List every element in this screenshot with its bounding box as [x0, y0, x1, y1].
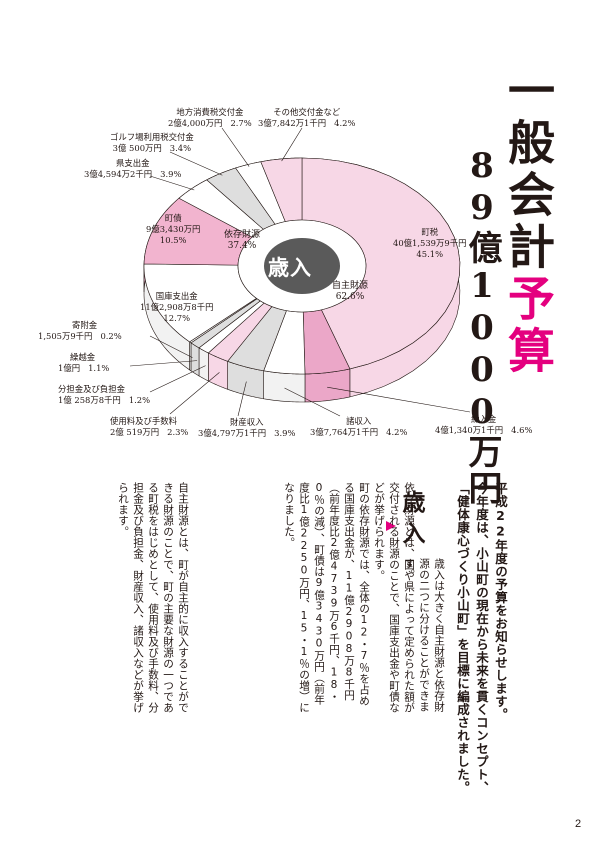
body-para-2: 依存財源とは、国や県によって定められた額が交付される財源のことで、国庫支出金や町… — [373, 482, 415, 713]
pie-center-label: 歳入 — [268, 256, 312, 280]
leader-line-7 — [149, 335, 193, 358]
leader-line-10 — [149, 175, 195, 191]
leader-line-6 — [129, 360, 198, 367]
body-para-3: 町の依存財源では、全体の12・7％を占める国庫支出金が、11億2908万8千円（… — [283, 482, 370, 714]
label-transfer-in: 繰入金 4億1,340万1千円 4.6% — [435, 414, 533, 435]
lead-text: 平成22年度の予算をお知らせします。 今年度は、小山町の現在から未来を貫くコンセ… — [453, 482, 510, 812]
label-town-tax: 町税 40億1,539万9千円 45.1% — [393, 227, 467, 259]
label-contributions: 分担金及び負担金 1億 258万8千円 1.2% — [58, 384, 151, 405]
title-main: 一般会計予算 — [499, 66, 554, 378]
section-body-lower: 自主財源とは、町が自主的に収入することができる財源のことで、町の主要な財源の一つ… — [14, 482, 190, 716]
pie-side-5 — [198, 347, 209, 382]
leader-line-12 — [221, 127, 250, 167]
pie-center-hole — [264, 238, 340, 294]
title-amount: 89億1000万円 — [462, 146, 502, 506]
body-para-1: 歳入は大きく自主財源と依存財源の二つに分けることができます。 — [403, 558, 445, 712]
leader-line-1 — [327, 386, 471, 413]
section-body-upper: 歳入は大きく自主財源と依存財源の二つに分けることができます。 依存財源とは、国や… — [196, 482, 446, 716]
label-misc-income: 諸収入 3億7,764万1千円 4.2% — [310, 416, 408, 437]
leader-line-5 — [149, 365, 206, 393]
leader-line-11 — [169, 151, 223, 176]
pie-top — [143, 157, 461, 375]
page-number: 2 — [575, 818, 582, 830]
section-heading: 歳入 — [394, 490, 428, 552]
label-property-income: 財産収入 3億4,797万1千円 3.9% — [198, 417, 296, 438]
section-heading-text: 歳入 — [398, 490, 425, 552]
leader-line-4 — [169, 372, 220, 415]
title-accent: 予算 — [499, 274, 554, 378]
label-usage-fees: 使用料及び手数料 2億 519万円 2.3% — [110, 416, 189, 437]
heading-accent-mark — [386, 521, 396, 531]
label-donations: 寄附金 1,505万9千円 0.2% — [38, 320, 122, 341]
leader-line-13 — [281, 127, 303, 162]
label-carryover: 繰越金 1億円 1.1% — [58, 352, 110, 373]
body-para-4: 自主財源とは、町が自主的に収入することができる財源のことで、町の主要な財源の一つ… — [117, 482, 189, 713]
lead-line-3: 「健体康心づくり小山町」を目標に編成されました。 — [455, 482, 470, 794]
revenue-pie-chart — [129, 127, 471, 417]
lead-line-2: 今年度は、小山町の現在から未来を貫くコンセプト、 — [474, 482, 489, 794]
leader-line-3 — [237, 381, 247, 417]
group-dependent-label: 依存財源 37.4% — [224, 230, 261, 251]
label-town-bonds: 町債 9億3,430万円 10.5% — [146, 213, 201, 245]
pie-leaders — [129, 127, 471, 417]
label-other-grants: その他交付金など 3億7,842万1千円 4.2% — [258, 107, 356, 128]
lead-line-1: 平成22年度の予算をお知らせします。 — [493, 482, 508, 721]
label-national-treasury: 国庫支出金 11億2,908万8千円 12.7% — [140, 291, 214, 323]
pie-side-2 — [263, 370, 306, 403]
leader-line-2 — [284, 387, 341, 417]
label-prefecture: 県支出金 3億4,594万2千円 3.9% — [84, 158, 182, 179]
label-local-consumption: 地方消費税交付金 2億4,000万円 2.7% — [168, 107, 252, 128]
title-line1: 一般会計 — [499, 66, 554, 274]
label-golf-tax: ゴルフ場利用税交付金 3億 500万円 3.4% — [110, 132, 194, 153]
group-own-label: 自主財源 62.6% — [332, 281, 369, 302]
